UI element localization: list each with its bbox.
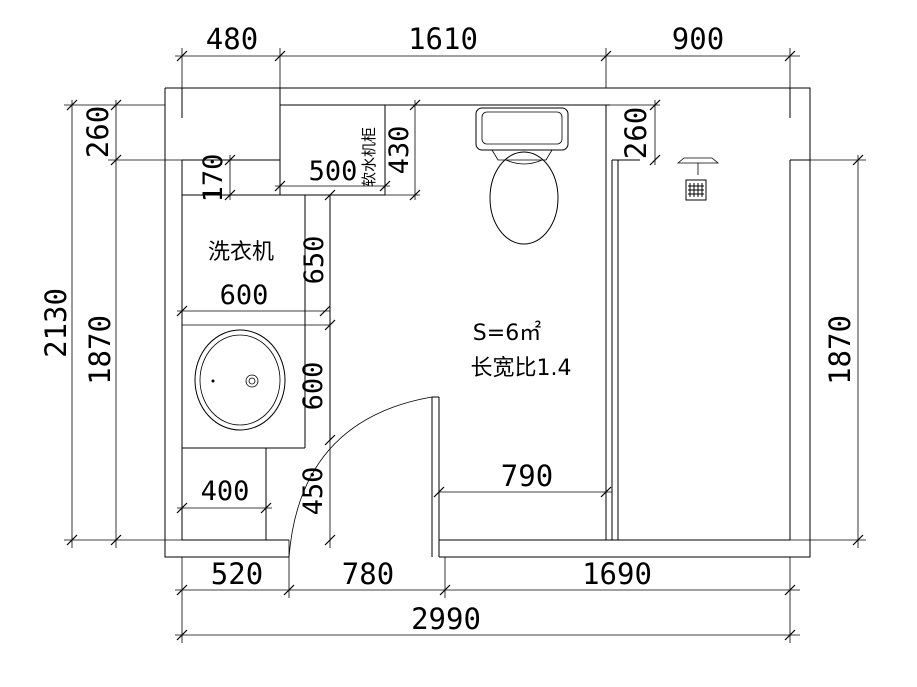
dimension-lines [64, 48, 866, 643]
dim-left-total: 2130 [39, 288, 73, 358]
dimension-labels: 480 1610 900 2130 260 1870 170 430 500 6… [39, 22, 857, 636]
dim-right-lower: 1870 [823, 315, 857, 385]
dim-softener-width: 500 [309, 156, 358, 187]
dim-small-width: 400 [201, 476, 250, 507]
dim-washer-height: 650 [299, 236, 330, 285]
dim-bottom-left: 520 [211, 557, 263, 591]
label-ratio: 长宽比1.4 [471, 356, 572, 381]
dim-recess-height: 170 [198, 154, 229, 203]
room-labels: 洗衣机 软水机柜 S=6㎡ 长宽比1.4 [208, 127, 572, 381]
basin-icon [194, 329, 286, 431]
dim-left-lower: 1870 [83, 315, 117, 385]
dim-top-left: 480 [206, 22, 258, 56]
shower-head-icon [676, 157, 720, 175]
dim-bottom-right: 1690 [582, 557, 652, 591]
dim-bottom-door: 780 [342, 557, 394, 591]
dim-softener-height: 430 [384, 126, 415, 175]
label-area: S=6㎡ [473, 320, 541, 346]
toilet-icon [475, 107, 569, 245]
dim-gap-width: 790 [501, 459, 553, 493]
dim-top-middle: 1610 [408, 22, 478, 56]
dim-bottom-total: 2990 [411, 602, 481, 636]
dim-washer-width: 600 [220, 280, 269, 311]
dim-top-right: 900 [672, 22, 724, 56]
dim-left-upper: 260 [81, 106, 115, 158]
dim-right-upper: 260 [619, 107, 653, 159]
dim-basin-height: 600 [298, 362, 329, 411]
dim-door-height: 450 [298, 467, 329, 516]
label-softener: 软水机柜 [360, 127, 378, 187]
floor-drain-icon [685, 179, 707, 201]
label-washer: 洗衣机 [208, 240, 274, 265]
